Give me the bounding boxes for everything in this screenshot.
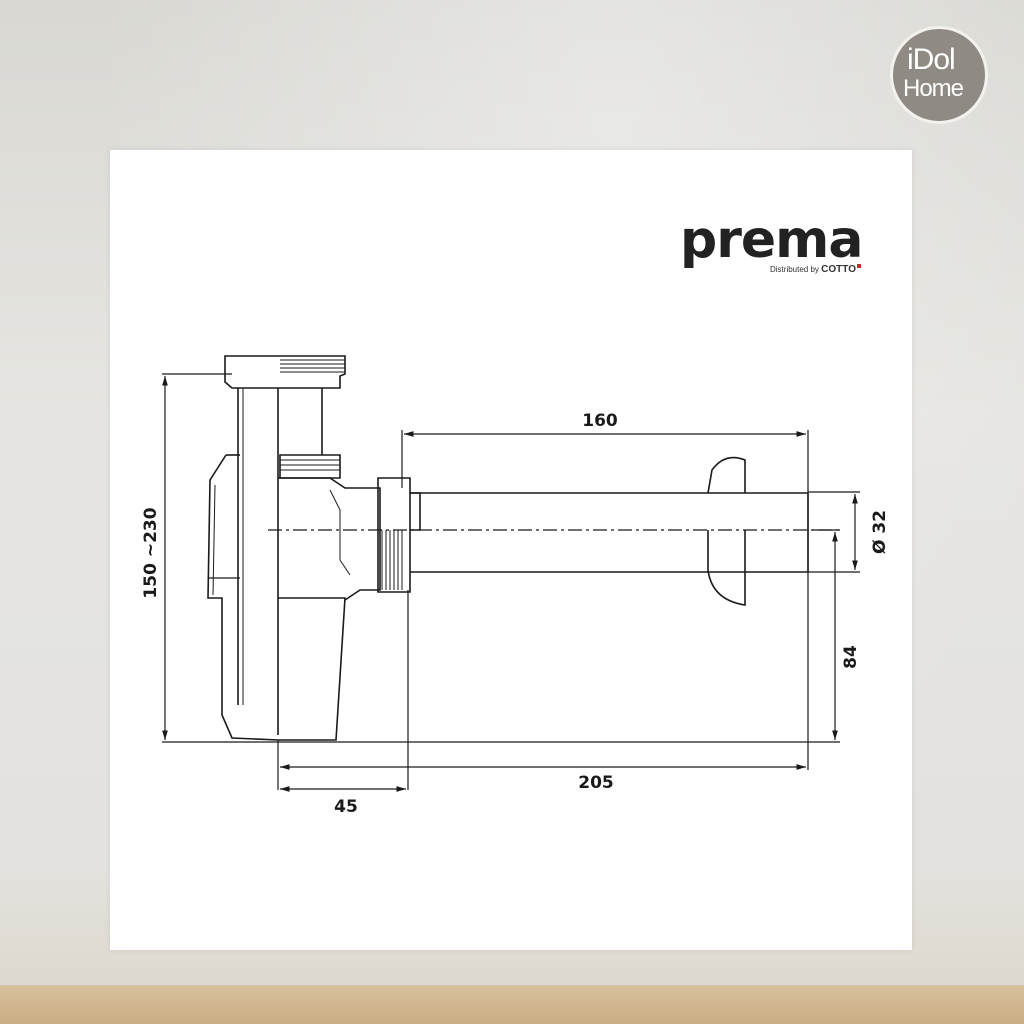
label-diameter: Ø 32 [870,510,890,554]
distributed-by-text: Distributed by [770,265,819,274]
elbow-curve [329,489,351,576]
nut-thread [280,459,340,471]
union-nut [377,477,411,593]
label-84: 84 [841,645,861,669]
watermark-line2: Home [903,75,964,102]
partner-name: COTTO [821,264,856,275]
label-205: 205 [578,773,614,793]
rosette-top [707,456,746,494]
bottle-shell-inner [212,484,216,596]
union-thread [381,530,403,590]
union-collar [410,492,421,531]
brand-tagline: Distributed by COTTO [770,264,861,275]
bottle-shell-left [207,454,279,741]
top-flange [224,355,346,389]
brand-logo: prema Distributed by COTTO [680,210,863,275]
dimension-lines [162,373,860,792]
label-height-range: 150 ~230 [141,507,161,598]
partner-dot [856,264,861,268]
floor [0,985,1024,1024]
elbow-body [278,477,381,601]
flange-thread [280,359,345,373]
watermark-line1: iDol [907,43,956,76]
brand-name: prema [680,210,863,270]
bottle-trap-outline [207,355,809,741]
coupling-nut [279,454,341,479]
watermark-logo: iDol Home [890,26,988,124]
rosette-bottom [707,530,746,606]
lower-cup [278,597,346,741]
label-160: 160 [582,411,618,431]
label-45: 45 [334,797,358,817]
spec-card: prema Distributed by COTTO [110,150,912,950]
